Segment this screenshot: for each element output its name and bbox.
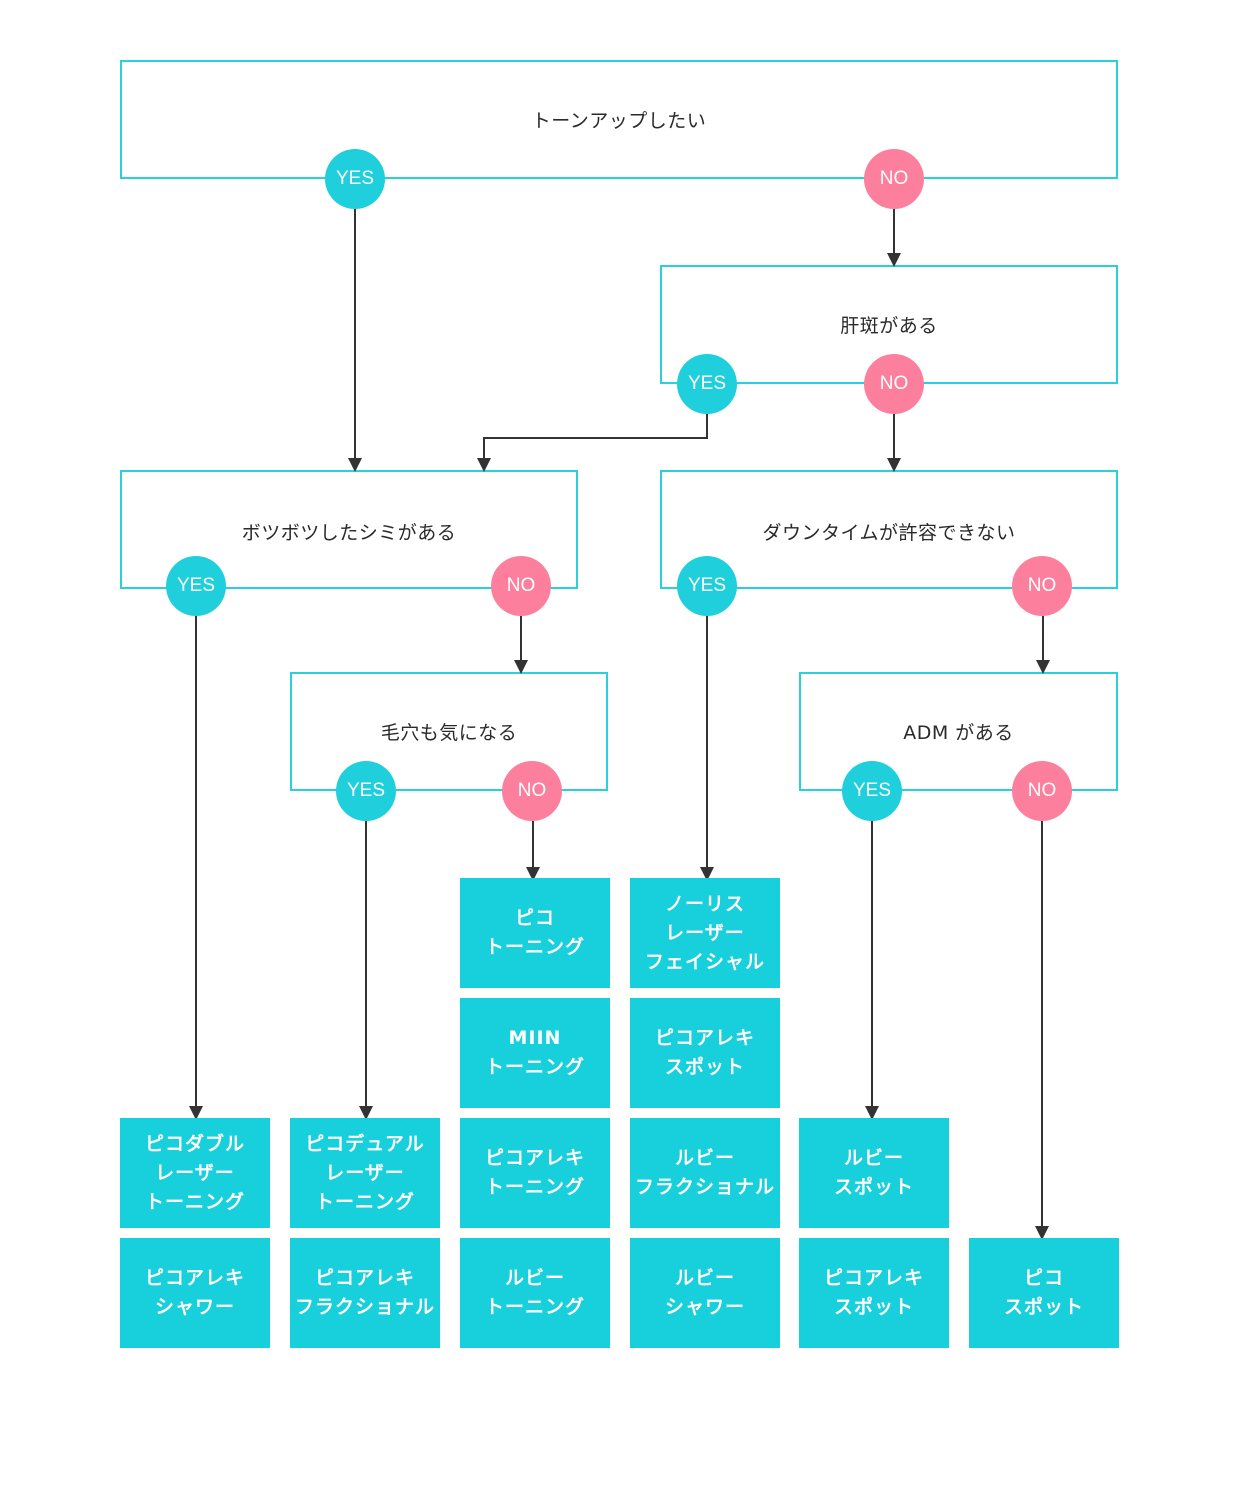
question-text: ADM がある (903, 722, 1014, 744)
result-box: ピコダブル レーザー トーニング (120, 1118, 270, 1228)
yes-node: YES (677, 556, 737, 616)
question-text: ダウンタイムが許容できない (762, 522, 1016, 544)
result-box: ピコデュアル レーザー トーニング (290, 1118, 440, 1228)
no-node: NO (1012, 761, 1072, 821)
no-node: NO (864, 354, 924, 414)
no-node: NO (502, 761, 562, 821)
no-node: NO (864, 149, 924, 209)
no-node: NO (1012, 556, 1072, 616)
yes-node: YES (842, 761, 902, 821)
question-box-tone-up: トーンアップしたい (120, 60, 1118, 179)
result-box: ルビー トーニング (460, 1238, 610, 1348)
result-box: MIIN トーニング (460, 998, 610, 1108)
result-box: ピコ スポット (969, 1238, 1119, 1348)
result-box: ピコアレキ スポット (799, 1238, 949, 1348)
question-text: ボツボツしたシミがある (241, 522, 457, 544)
yes-node: YES (677, 354, 737, 414)
arrow (477, 414, 708, 472)
question-text: 肝斑がある (840, 315, 938, 337)
result-box: ノーリス レーザー フェイシャル (630, 878, 780, 988)
result-box: ピコアレキ トーニング (460, 1118, 610, 1228)
question-text: 毛穴も気になる (380, 722, 518, 744)
yes-node: YES (325, 149, 385, 209)
result-box: ピコアレキ シャワー (120, 1238, 270, 1348)
result-box: ルビー スポット (799, 1118, 949, 1228)
result-box: ピコアレキ スポット (630, 998, 780, 1108)
result-box: ピコ トーニング (460, 878, 610, 988)
no-node: NO (491, 556, 551, 616)
yes-node: YES (336, 761, 396, 821)
result-box: ルビー フラクショナル (630, 1118, 780, 1228)
yes-node: YES (166, 556, 226, 616)
question-text: トーンアップしたい (531, 110, 707, 132)
result-box: ルビー シャワー (630, 1238, 780, 1348)
result-box: ピコアレキ フラクショナル (290, 1238, 440, 1348)
